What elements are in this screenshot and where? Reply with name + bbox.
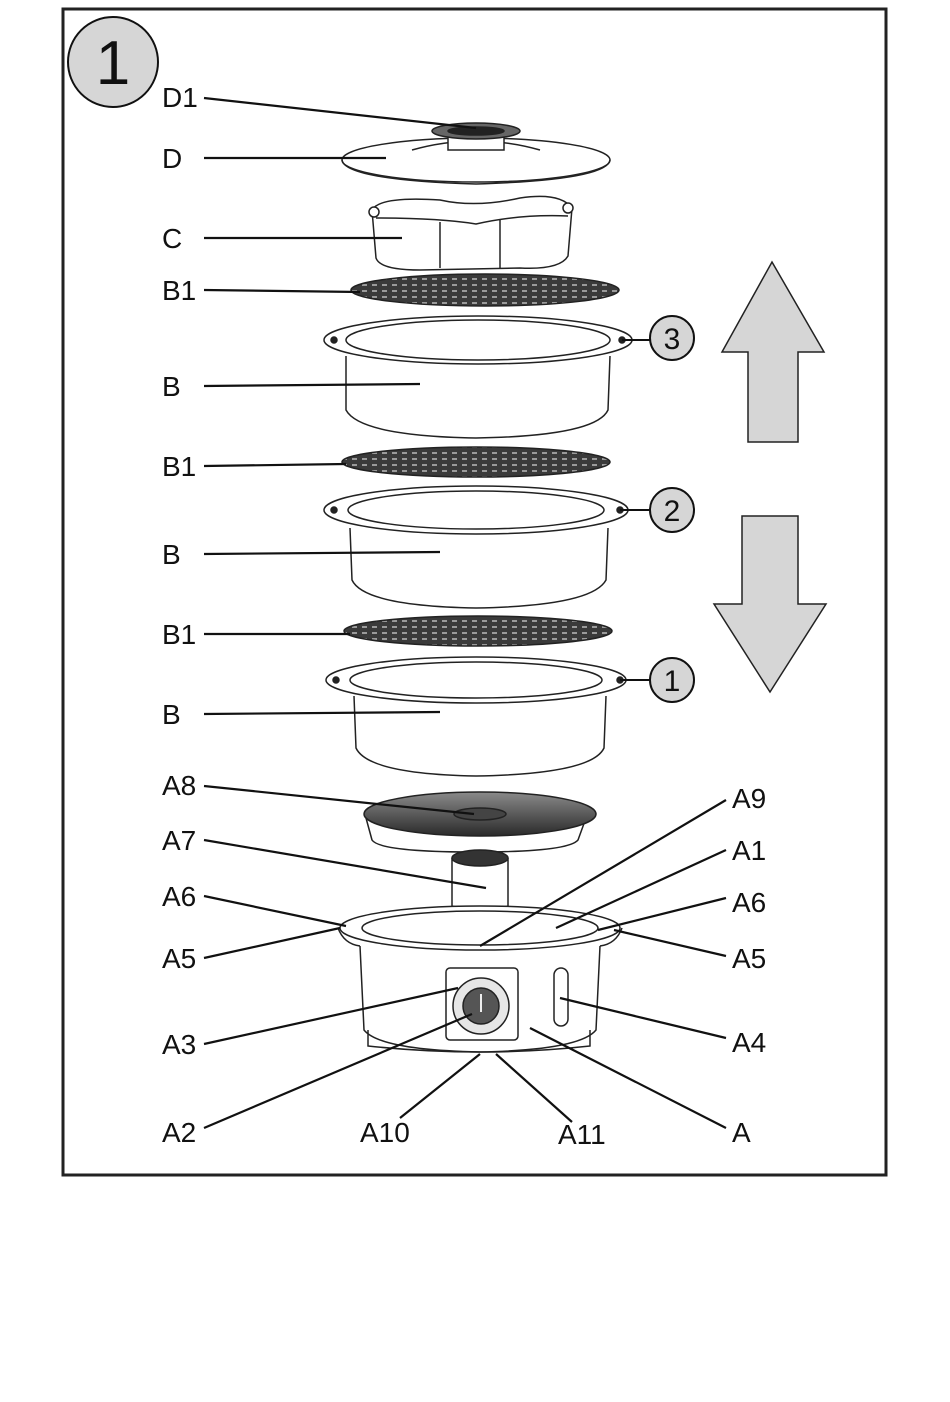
water-level-indicator xyxy=(554,968,568,1026)
label-b1-bottom: B1 xyxy=(162,619,196,650)
label-b-middle: B xyxy=(162,539,181,570)
rice-bowl-part xyxy=(369,196,573,270)
tier-1-number: 1 xyxy=(664,665,681,698)
label-a5-left: A5 xyxy=(162,943,196,974)
label-a10: A10 xyxy=(360,1117,410,1148)
arrow-up-icon xyxy=(722,262,824,442)
figure-number: 1 xyxy=(96,29,130,98)
lid-part xyxy=(342,123,610,184)
label-b-bottom: B xyxy=(162,699,181,730)
juice-collector-part xyxy=(364,792,596,852)
label-a7: A7 xyxy=(162,825,196,856)
steam-bowl-tier-3 xyxy=(324,316,632,438)
arrow-down-icon xyxy=(714,516,826,692)
steam-bowl-tier-2 xyxy=(324,486,628,608)
tier-3-number: 3 xyxy=(664,323,681,356)
label-a2: A2 xyxy=(162,1117,196,1148)
label-a4: A4 xyxy=(732,1027,766,1058)
label-a6-right: A6 xyxy=(732,887,766,918)
steam-bowl-tier-1 xyxy=(326,657,626,776)
label-b1-middle: B1 xyxy=(162,451,196,482)
tier-3-badge: 3 xyxy=(622,316,694,360)
label-b-top: B xyxy=(162,371,181,402)
steam-grid-top xyxy=(351,274,619,306)
label-a11: A11 xyxy=(558,1119,606,1150)
steamer-base-part xyxy=(338,906,622,1052)
label-b1-top: B1 xyxy=(162,275,196,306)
label-c: C xyxy=(162,223,182,254)
label-a3: A3 xyxy=(162,1029,196,1060)
label-a1: A1 xyxy=(732,835,766,866)
figure-number-badge: 1 xyxy=(68,17,158,107)
tier-2-number: 2 xyxy=(664,495,681,528)
steam-grid-bottom xyxy=(344,616,612,646)
tier-1-badge: 1 xyxy=(620,658,694,702)
label-a8: A8 xyxy=(162,770,196,801)
tier-2-badge: 2 xyxy=(620,488,694,532)
steam-nozzle-part xyxy=(452,850,508,910)
label-a5-right: A5 xyxy=(732,943,766,974)
steam-grid-middle xyxy=(342,447,610,477)
label-a9: A9 xyxy=(732,783,766,814)
label-d: D xyxy=(162,143,182,174)
label-a6-left: A6 xyxy=(162,881,196,912)
label-d1: D1 xyxy=(162,82,198,113)
label-a: A xyxy=(732,1117,751,1148)
